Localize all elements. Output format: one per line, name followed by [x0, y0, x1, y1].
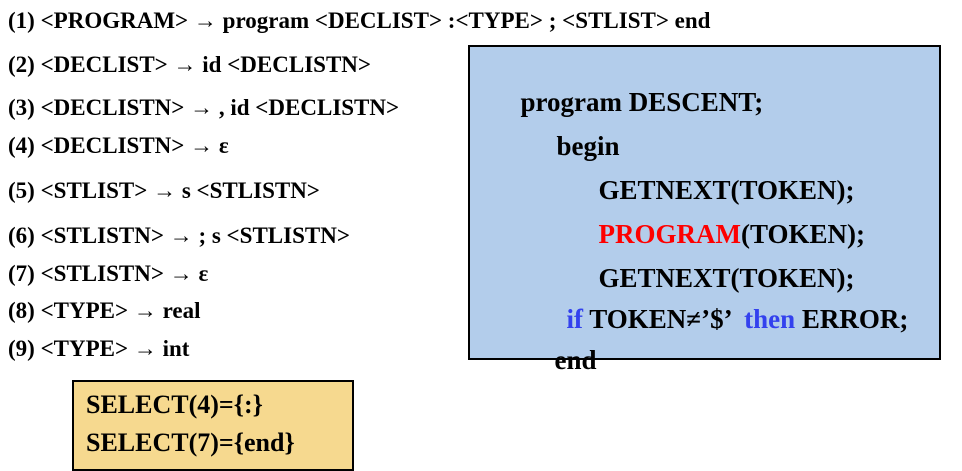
grammar-rule-1: (1) <PROGRAM> → program <DECLIST> :<TYPE…	[8, 8, 711, 33]
code-text: GETNEXT(TOKEN);	[598, 174, 855, 205]
code-text: TOKEN≠’$’	[589, 303, 745, 334]
code-line-if: if TOKEN≠’$’ then ERROR;	[526, 275, 909, 364]
select-line-4: SELECT(4)={:}	[86, 390, 263, 419]
grammar-rule-5: (5) <STLIST> → s <STLISTN>	[8, 178, 320, 203]
select-box: SELECT(4)={:} SELECT(7)={end}	[72, 380, 354, 471]
grammar-rule-9: (9) <TYPE> → int	[8, 336, 190, 361]
code-box: program DESCENT; begin GETNEXT(TOKEN); P…	[468, 45, 941, 375]
grammar-rule-7: (7) <STLISTN> → ε	[8, 261, 209, 286]
code-line-getnext-2: GETNEXT(TOKEN);	[558, 234, 855, 323]
code-line-begin: begin	[516, 102, 620, 191]
select-line-7: SELECT(7)={end}	[86, 428, 295, 457]
grammar-rule-2: (2) <DECLIST> → id <DECLISTN>	[8, 52, 372, 77]
code-text: (TOKEN);	[740, 218, 865, 249]
grammar-rule-6: (6) <STLISTN> → ; s <STLISTN>	[8, 223, 350, 248]
code-keyword: if	[566, 303, 590, 334]
code-text: begin	[556, 130, 620, 161]
code-text: ERROR;	[801, 303, 909, 334]
code-text: GETNEXT(TOKEN);	[598, 262, 855, 293]
grammar-rule-8: (8) <TYPE> → real	[8, 298, 201, 323]
code-line-program: program DESCENT;	[480, 58, 764, 147]
code-line-end: end	[514, 316, 597, 405]
code-line-program-call: PROGRAM(TOKEN);	[558, 190, 866, 279]
code-line-getnext-1: GETNEXT(TOKEN);	[558, 146, 855, 235]
code-text: program DESCENT;	[520, 86, 764, 117]
code-text-highlight: PROGRAM	[598, 218, 741, 249]
grammar-rule-3: (3) <DECLISTN> → , id <DECLISTN>	[8, 95, 400, 120]
grammar-rule-4: (4) <DECLISTN> → ε	[8, 133, 229, 158]
code-keyword: then	[744, 303, 802, 334]
code-text: end	[554, 344, 597, 375]
